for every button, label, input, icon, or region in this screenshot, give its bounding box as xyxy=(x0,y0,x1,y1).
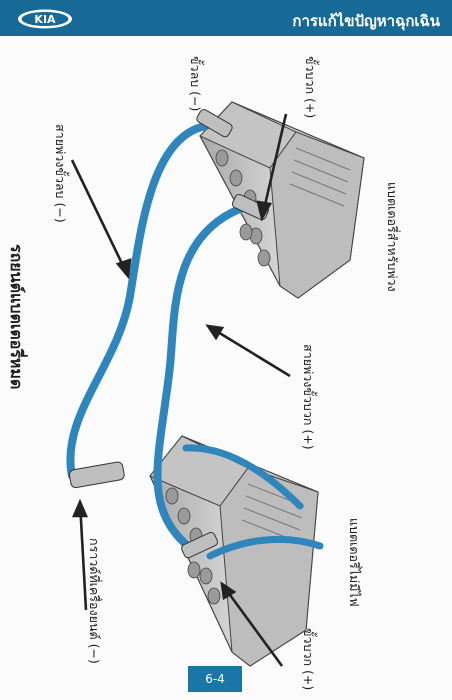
diagram-title: รถยนต์แบตเตอรี่หมด xyxy=(7,244,26,390)
label-positive-terminal-donor: ขั้วบวก (+) xyxy=(303,56,318,119)
label-positive-terminal-dead: ขั้วบวก (+) xyxy=(301,628,316,691)
section-title: การแก้ไขปัญหาฉุกเฉิน xyxy=(292,12,440,30)
header-bar: KIA การแก้ไขปัญหาฉุกเฉิน xyxy=(0,0,452,36)
donor-positive-clamp xyxy=(231,193,269,221)
label-negative-cable: สายพ่วงขั้วลบ (−) xyxy=(53,124,68,223)
page-number: 6-4 xyxy=(188,666,242,692)
jump-start-diagram xyxy=(66,101,365,667)
label-engine-ground: กราวด์ที่เครื่องยนต์ (−) xyxy=(87,538,102,664)
svg-text:KIA: KIA xyxy=(34,13,56,26)
dead-positive-clamp xyxy=(181,531,219,559)
label-donor-battery: แบตเตอรี่สำหรับพ่วง xyxy=(385,182,400,292)
dead-positive-arrow xyxy=(220,583,284,667)
label-positive-cable: สายพ่วงขั้วบวก (+) xyxy=(301,344,316,450)
donor-negative-clamp xyxy=(196,109,233,138)
negative-jumper-cable xyxy=(66,122,210,480)
positive-jumper-cable xyxy=(153,204,246,552)
label-dead-battery: แบตเตอรี่ไม่มีไฟ xyxy=(347,518,362,607)
ground-clamp xyxy=(68,461,125,489)
label-negative-terminal-donor: ขั้วลบ (−) xyxy=(188,56,203,112)
kia-logo-icon: KIA xyxy=(18,9,72,29)
ground-arrow xyxy=(78,501,88,611)
donor-battery xyxy=(199,101,365,299)
dead-battery xyxy=(149,435,324,667)
negative-cable-arrow xyxy=(70,159,130,277)
positive-cable-arrow xyxy=(207,324,291,378)
donor-positive-arrow xyxy=(260,113,288,219)
